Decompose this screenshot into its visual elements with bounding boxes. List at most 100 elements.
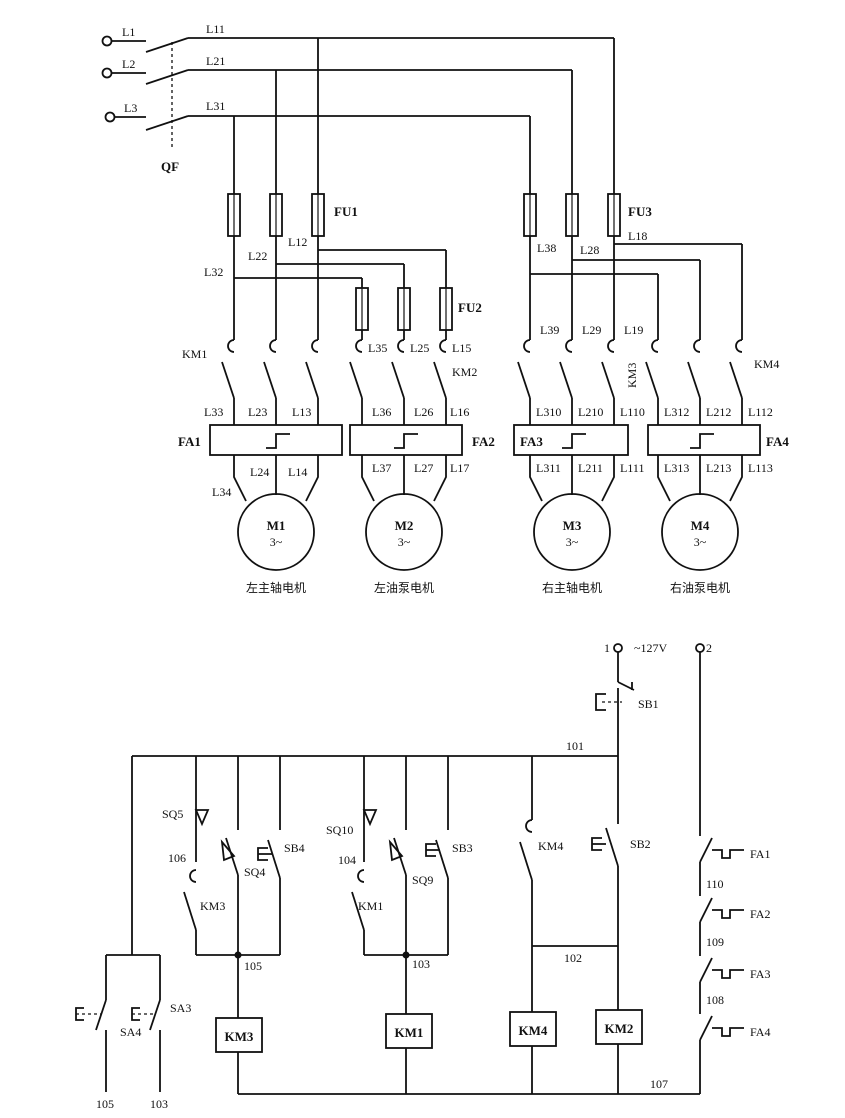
- control-bus-101: 101: [131, 739, 618, 955]
- motor-m4: M4 3~ 右油泵电机: [661, 493, 739, 595]
- label-l310: L310: [536, 405, 561, 419]
- label-qf: QF: [161, 159, 179, 174]
- label-l37: L37: [372, 461, 391, 475]
- label-sq10: SQ10: [326, 823, 353, 837]
- label-fa1: FA1: [178, 434, 201, 449]
- motor-m1-name: M1: [267, 518, 286, 533]
- label-l213: L213: [706, 461, 731, 475]
- label-l14: L14: [288, 465, 307, 479]
- motor-m1-caption: 左主轴电机: [246, 580, 306, 595]
- label-l26: L26: [414, 405, 433, 419]
- label-l12: L12: [288, 235, 307, 249]
- label-n102: 102: [564, 951, 582, 965]
- label-km2-main: KM2: [452, 365, 477, 379]
- label-sb3: SB3: [452, 841, 473, 855]
- label-l31: L31: [206, 99, 225, 113]
- motor-m2: M2 3~ 左油泵电机: [365, 493, 443, 595]
- branch-km4-km2: KM4 SB2 102 KM4 KM2: [509, 756, 651, 1094]
- label-l18: L18: [628, 229, 647, 243]
- fuse-fu1: FU1: [227, 193, 358, 237]
- label-l28: L28: [580, 243, 599, 257]
- motor-m2-caption: 左油泵电机: [374, 580, 434, 595]
- label-l21: L21: [206, 54, 225, 68]
- relay-fa3: [513, 424, 629, 456]
- label-fa1-contact: FA1: [750, 847, 770, 861]
- label-n101: 101: [566, 739, 584, 753]
- selector-switches: SA4 105 SA3 103: [75, 954, 191, 1111]
- motor-m1-phase: 3~: [270, 535, 283, 549]
- label-l25: L25: [410, 341, 429, 355]
- label-l36: L36: [372, 405, 391, 419]
- relay-fa2: [349, 424, 463, 456]
- overload-chain: FA1 110 FA2 109 FA3 108 FA4: [699, 652, 770, 1094]
- label-sa3: SA3: [170, 1001, 191, 1015]
- relay-fa4: [647, 424, 761, 456]
- label-l15: L15: [452, 341, 471, 355]
- motor-m4-name: M4: [691, 518, 710, 533]
- label-sb2: SB2: [630, 837, 651, 851]
- label-coil-km2: KM2: [605, 1021, 634, 1036]
- label-l34: L34: [212, 485, 231, 499]
- label-km1-aux: KM1: [358, 899, 383, 913]
- label-fa2: FA2: [472, 434, 495, 449]
- label-l113: L113: [748, 461, 773, 475]
- label-sb4: SB4: [284, 841, 305, 855]
- label-l1: L1: [122, 25, 135, 39]
- label-sb1: SB1: [638, 697, 659, 711]
- label-l17: L17: [450, 461, 469, 475]
- motor-m4-phase: 3~: [694, 535, 707, 549]
- label-terminal-1: 1: [604, 641, 610, 655]
- label-l311: L311: [536, 461, 561, 475]
- fuse-fu2: FU2 L35 L25 L15: [355, 287, 482, 355]
- label-fu2: FU2: [458, 300, 482, 315]
- label-l212: L212: [706, 405, 731, 419]
- label-l29: L29: [582, 323, 601, 337]
- motor-m3: M3 3~ 右主轴电机: [533, 493, 611, 595]
- label-n109: 109: [706, 935, 724, 949]
- control-supply: 1 2 ~127V SB1: [595, 641, 712, 758]
- label-n105: 105: [244, 959, 262, 973]
- label-fa4: FA4: [766, 434, 789, 449]
- input-terminals: L1 L2 L3: [101, 25, 146, 123]
- label-l38: L38: [537, 241, 556, 255]
- label-l22: L22: [248, 249, 267, 263]
- motor-m1: M1 3~ 左主轴电机: [237, 493, 315, 595]
- label-l312: L312: [664, 405, 689, 419]
- label-fa3: FA3: [520, 434, 543, 449]
- label-l111: L111: [620, 461, 644, 475]
- label-km4-aux: KM4: [538, 839, 563, 853]
- label-l13: L13: [292, 405, 311, 419]
- label-km1-main: KM1: [182, 347, 207, 361]
- label-n110: 110: [706, 877, 724, 891]
- return-bus-107: 107: [238, 1077, 700, 1095]
- coil-km2: [595, 1009, 643, 1045]
- label-fu1: FU1: [334, 204, 358, 219]
- label-l27: L27: [414, 461, 433, 475]
- label-l110: L110: [620, 405, 645, 419]
- label-n108: 108: [706, 993, 724, 1007]
- label-n103: 103: [412, 957, 430, 971]
- branch-km1: SQ10 104 KM1 SQ9 SB3 103 KM1: [326, 756, 473, 1094]
- label-l2: L2: [122, 57, 135, 71]
- motor-m3-phase: 3~: [566, 535, 579, 549]
- label-sq4: SQ4: [244, 865, 265, 879]
- branch-km3: SQ5 106 KM3 SQ4 SB4 105 KM3: [162, 756, 305, 1094]
- label-l112: L112: [748, 405, 773, 419]
- label-l11: L11: [206, 22, 225, 36]
- label-l3: L3: [124, 101, 137, 115]
- label-coil-km3: KM3: [225, 1029, 254, 1044]
- right-branch-wiring: L38 L28 L18 L39 L29 L19: [529, 229, 743, 340]
- label-l16: L16: [450, 405, 469, 419]
- label-sa3-103: 103: [150, 1097, 168, 1111]
- label-n104: 104: [338, 853, 356, 867]
- coil-km4: [509, 1011, 557, 1047]
- label-coil-km4: KM4: [519, 1023, 548, 1038]
- label-n107: 107: [650, 1077, 668, 1091]
- label-l313: L313: [664, 461, 689, 475]
- label-sa4: SA4: [120, 1025, 141, 1039]
- label-l39: L39: [540, 323, 559, 337]
- label-fa2-contact: FA2: [750, 907, 770, 921]
- motor-m3-caption: 右主轴电机: [542, 580, 602, 595]
- label-l33: L33: [204, 405, 223, 419]
